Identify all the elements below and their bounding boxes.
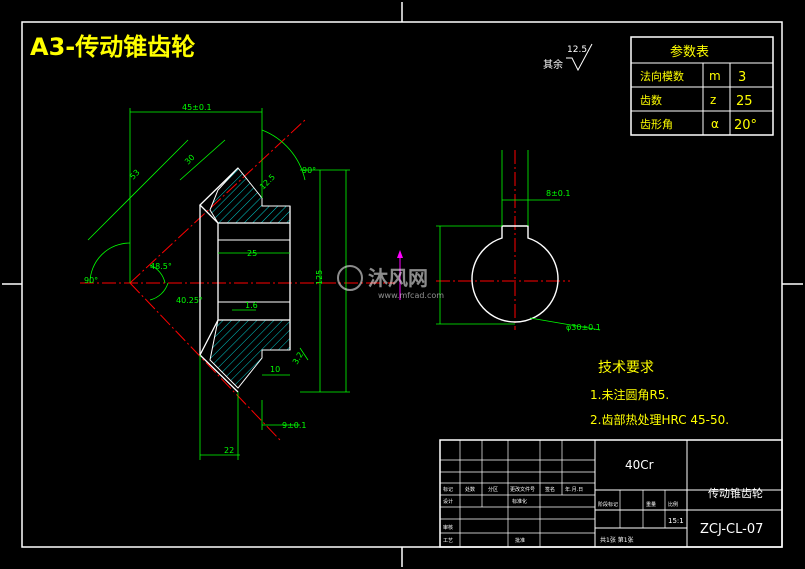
surface-finish-label: 其余 (543, 58, 563, 71)
tb-label-date: 年.月.日 (565, 486, 583, 493)
gear-side-view: 8±0.1 φ30±0.1 (397, 150, 601, 332)
tb-label-count: 处数 (465, 486, 475, 493)
param-name-1: 法向模数 (640, 69, 684, 83)
tb-drawing-no: ZCJ-CL-07 (700, 522, 763, 537)
dim-angle-48: 48.5° (150, 262, 172, 271)
tech-req-item-1: 1.未注圆角R5. (590, 387, 669, 402)
dim-bottom-22: 22 (224, 446, 234, 455)
tb-label-sign: 签名 (545, 486, 555, 493)
tb-label-review: 审核 (443, 524, 453, 531)
dim-bore-width: 25 (247, 249, 257, 258)
dim-angle-90-top: 90° (302, 166, 316, 175)
tb-sheet: 共1张 第1张 (600, 536, 634, 544)
gear-section-view: 45±0.1 53 30 90° 90° 48.5° 40.25° 25 1.6… (80, 103, 395, 460)
drawing-title: A3-传动锥齿轮 (30, 33, 195, 61)
tb-label-stage: 阶段标记 (598, 501, 618, 508)
watermark-brand: 沐风网 (368, 266, 428, 290)
dim-side: 125 (315, 270, 324, 285)
param-name-3: 齿形角 (640, 118, 673, 131)
param-value-1: 3 (738, 70, 746, 85)
dim-angle-90-left: 90° (84, 276, 98, 285)
param-symbol-3: α (711, 117, 719, 131)
watermark-logo-icon (337, 265, 363, 291)
param-table: 参数表 法向模数 m 3 齿数 z 25 齿形角 α 20° (630, 36, 774, 136)
dim-bottom-9: 9±0.1 (282, 421, 307, 430)
watermark-url: www.mfcad.com (378, 291, 444, 300)
param-value-2: 25 (736, 94, 753, 109)
dim-slant-short: 30 (183, 153, 197, 167)
dim-angle-40: 40.25° (176, 296, 203, 305)
tb-label-change-no: 更改文件号 (510, 486, 535, 493)
surface-finish-value: 12.5 (567, 45, 587, 55)
dim-bore-dia: φ30±0.1 (566, 323, 601, 332)
watermark: 沐风网 www.mfcad.com (337, 265, 444, 300)
tb-material: 40Cr (625, 458, 654, 472)
tb-label-ratio: 比例 (668, 501, 678, 508)
param-symbol-2: z (710, 93, 716, 107)
tb-label-zone: 分区 (488, 486, 498, 493)
tb-scale: 15:1 (668, 517, 684, 525)
tb-label-process: 工艺 (443, 538, 453, 544)
tb-label-mark: 标记 (443, 486, 453, 493)
dim-keyway-8: 8±0.1 (546, 189, 571, 198)
param-table-header: 参数表 (670, 44, 709, 60)
title-block (439, 439, 783, 548)
dim-hub-10: 10 (270, 365, 280, 374)
tb-label-standard: 标准化 (512, 498, 527, 505)
tb-label-approve: 批准 (515, 537, 525, 544)
tb-label-weight: 重量 (646, 501, 656, 508)
dim-top-width: 45±0.1 (182, 103, 212, 112)
param-value-3: 20° (734, 118, 757, 133)
surface-finish-symbol: 其余 12.5 (543, 43, 593, 72)
dim-roughness-125: 12.5 (258, 172, 277, 191)
tech-requirements: 技术要求 1.未注圆角R5. 2.齿部热处理HRC 45-50. (590, 360, 729, 427)
tb-part-name: 传动锥齿轮 (708, 486, 763, 500)
tb-label-design: 设计 (443, 498, 453, 505)
tech-req-item-2: 2.齿部热处理HRC 45-50. (590, 412, 729, 427)
param-symbol-1: m (709, 69, 721, 83)
tech-req-heading: 技术要求 (598, 360, 654, 376)
dim-roughness-16: 1.6 (245, 301, 258, 310)
param-name-2: 齿数 (640, 94, 662, 107)
